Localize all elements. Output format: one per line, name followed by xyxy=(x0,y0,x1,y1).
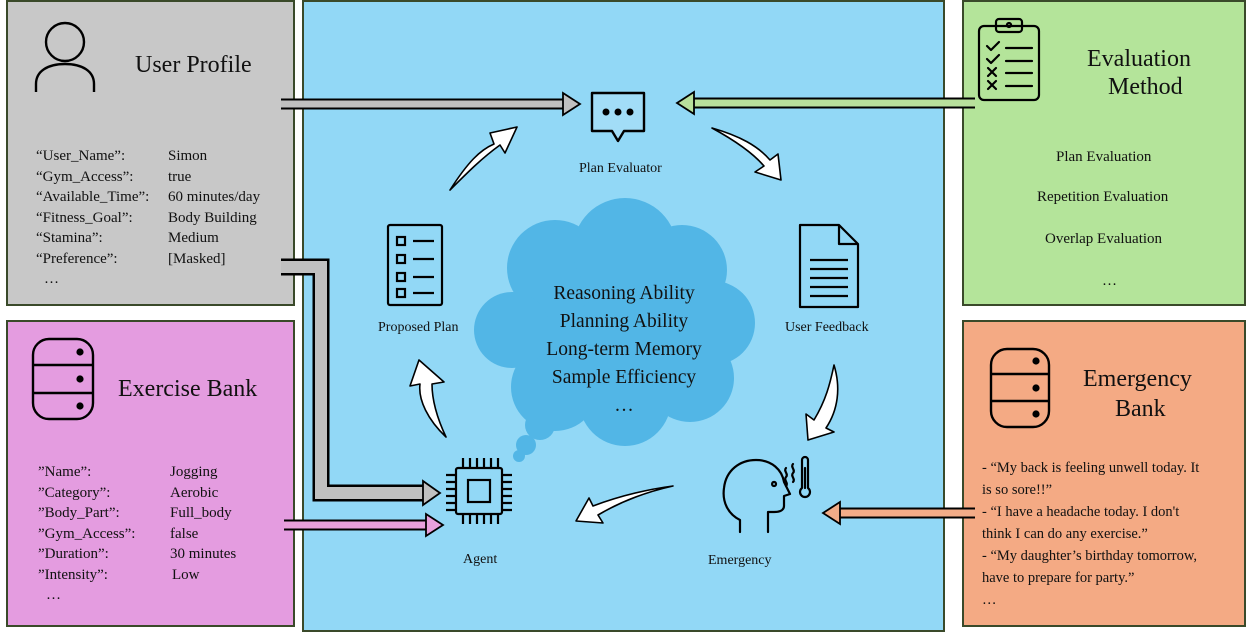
proposed-plan-label: Proposed Plan xyxy=(378,320,459,335)
capability-line: Planning Ability xyxy=(559,311,689,332)
field-key: “Preference”: xyxy=(36,250,118,267)
field-key: ”Category”: xyxy=(38,484,111,501)
field-key: ”Gym_Access”: xyxy=(38,525,136,542)
field-key: ”Body_Part”: xyxy=(38,505,120,521)
ellipsis: … xyxy=(44,271,59,287)
plan-evaluator-label: Plan Evaluator xyxy=(579,161,662,176)
user-profile-panel xyxy=(6,0,295,306)
list-icon xyxy=(385,222,445,308)
field-key: ”Duration”: xyxy=(38,546,109,562)
field-key: ”Intensity”: xyxy=(38,566,108,583)
field-value: Jogging xyxy=(170,464,218,480)
database-icon xyxy=(30,336,96,422)
emergency-line: - “My back is feeling unwell today. It xyxy=(982,460,1200,476)
chip-icon xyxy=(444,456,514,526)
emergency-bank-title-line2: Bank xyxy=(1115,396,1166,422)
evaluation-method-title-line2: Method xyxy=(1108,74,1183,100)
capability-line: Sample Efficiency xyxy=(551,367,697,388)
field-value: Body Building xyxy=(168,209,257,226)
emergency-line: have to prepare for party.” xyxy=(982,570,1135,586)
field-value: Low xyxy=(172,566,200,583)
capability-line: Long-term Memory xyxy=(546,339,702,360)
field-value: [Masked] xyxy=(168,250,226,267)
field-key: “Stamina”: xyxy=(36,230,103,246)
field-value: Simon xyxy=(168,148,208,164)
document-icon xyxy=(797,222,861,310)
ellipsis: … xyxy=(46,587,61,603)
emergency-line: - “My daughter’s birthday tomorrow, xyxy=(982,548,1198,564)
field-key: “Gym_Access”: xyxy=(36,168,134,185)
emergency-line: is so sore!!” xyxy=(982,482,1053,498)
evaluation-item: Repetition Evaluation xyxy=(1037,189,1169,205)
head-fever-icon xyxy=(718,454,816,534)
speech-bubble-icon xyxy=(588,89,648,147)
evaluation-item: Plan Evaluation xyxy=(1056,149,1152,165)
emergency-bank-panel xyxy=(962,320,1246,627)
exercise-bank-panel xyxy=(6,320,295,627)
capability-line: Reasoning Ability xyxy=(553,283,695,304)
field-key: “User_Name”: xyxy=(36,148,126,164)
field-value: 30 minutes xyxy=(170,546,237,562)
evaluation-item: Overlap Evaluation xyxy=(1045,231,1163,247)
capability-line: … xyxy=(614,395,634,416)
emergency-line: - “I have a headache today. I don't xyxy=(982,504,1180,520)
agent-label: Agent xyxy=(463,552,498,567)
field-key: ”Name”: xyxy=(38,464,92,480)
database-icon xyxy=(988,346,1052,430)
field-value: false xyxy=(170,525,199,542)
emergency-bank-lines: - “My back is feeling unwell today. It i… xyxy=(982,457,1199,611)
user-profile-title: User Profile xyxy=(135,52,252,78)
field-key: “Available_Time”: xyxy=(36,189,150,205)
person-icon xyxy=(32,18,98,94)
capability-cloud-text: Reasoning Ability Planning Ability Long-… xyxy=(512,280,736,420)
field-key: “Fitness_Goal”: xyxy=(36,209,133,226)
clipboard-checklist-icon xyxy=(976,16,1042,102)
user-feedback-label: User Feedback xyxy=(785,320,869,335)
field-value: Medium xyxy=(168,230,219,246)
field-value: Full_body xyxy=(170,505,232,521)
exercise-bank-title: Exercise Bank xyxy=(118,376,258,402)
emergency-line: … xyxy=(982,592,997,608)
field-value: true xyxy=(168,168,192,185)
emergency-label: Emergency xyxy=(708,553,772,568)
evaluation-method-panel xyxy=(962,0,1246,306)
evaluation-method-title-line1: Evaluation xyxy=(1087,46,1191,72)
emergency-bank-title-line1: Emergency xyxy=(1083,366,1192,392)
field-value: 60 minutes/day xyxy=(168,189,261,205)
emergency-line: think I can do any exercise.” xyxy=(982,526,1148,542)
evaluation-item: … xyxy=(1102,273,1117,289)
field-value: Aerobic xyxy=(170,484,219,501)
